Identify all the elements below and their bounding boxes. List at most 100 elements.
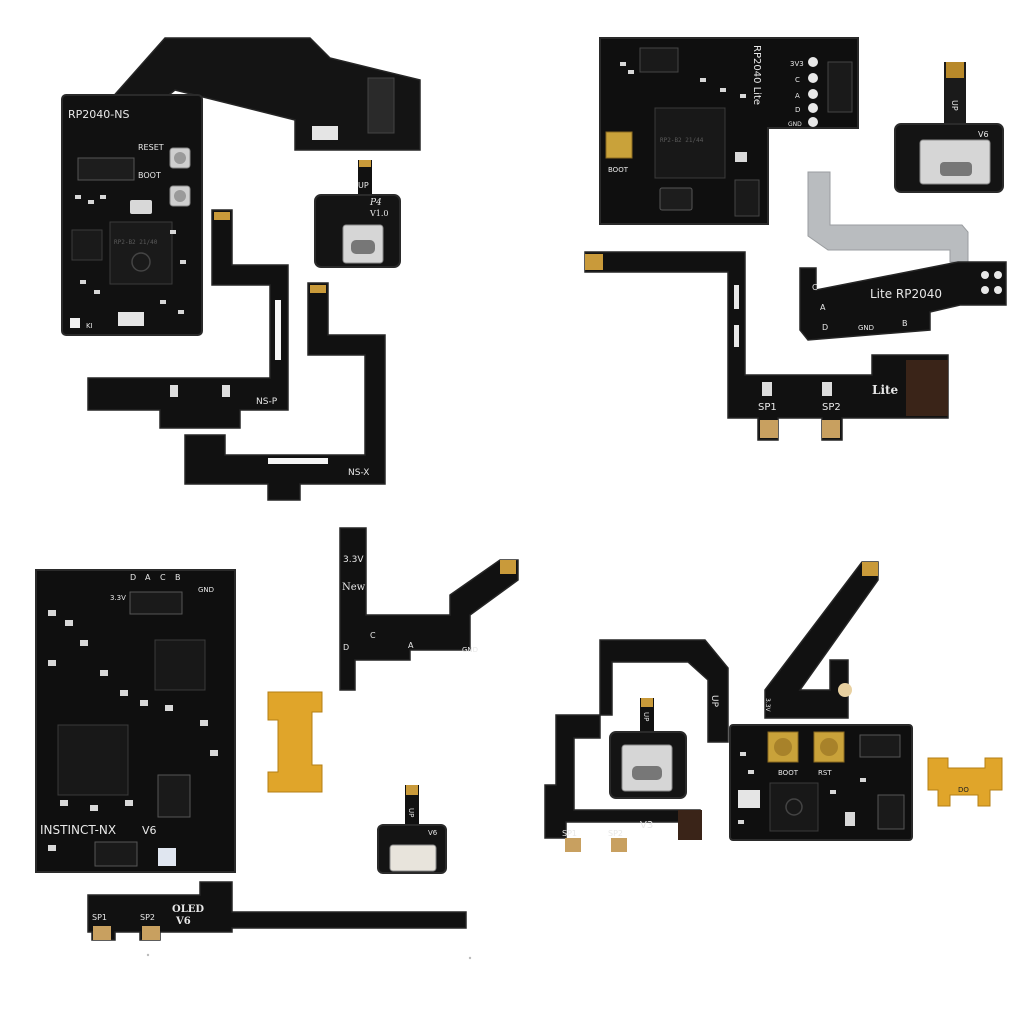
usb-flex-v6-opening — [940, 162, 972, 176]
kit-top-left: RP2040-NS RESET BOOT RP2-B2 21/40 KI UP … — [61, 37, 421, 501]
flash-chip — [71, 229, 103, 261]
ns-x-flex — [184, 282, 386, 501]
br-boot-label: BOOT — [778, 769, 799, 777]
loop-flex-end — [678, 810, 702, 840]
usb-c-port-opening — [351, 240, 375, 254]
new-flex — [339, 527, 519, 691]
usb-v6-bl-port — [389, 844, 437, 872]
reset-button-cap — [174, 152, 186, 164]
instinct-pin-b: B — [175, 573, 181, 582]
pin-label-3v3: 3V3 — [790, 60, 804, 68]
loop-sp1-label: SP1 — [562, 829, 577, 838]
lite-flex-slot-1 — [734, 285, 739, 309]
lite-sp1-label: SP1 — [758, 402, 777, 413]
instinct-pin-d: D — [130, 573, 136, 582]
usb-v6-bl-tail — [405, 785, 419, 830]
lite-flex-slot-2 — [734, 325, 739, 347]
new-flex-contacts — [500, 560, 516, 574]
br-rst-button-cap — [820, 738, 838, 756]
instinct-nx-label: INSTINCT-NX — [40, 823, 116, 837]
usb-br-contacts — [641, 698, 653, 707]
amber-do-flex — [927, 757, 1003, 807]
corner-label: KI — [86, 322, 93, 330]
lite-chip — [654, 107, 726, 179]
oled-sp2-pad — [142, 926, 160, 940]
instinct-gnd: GND — [198, 586, 214, 594]
lite-components — [620, 47, 760, 217]
board-connector-top — [77, 157, 135, 181]
usb-br-tail — [640, 698, 654, 736]
loop-sp2-label: SP2 — [608, 829, 623, 838]
loop-flex-version: V3 — [640, 820, 653, 831]
oled-version: V6 — [175, 916, 191, 927]
lite-crystal — [659, 187, 693, 211]
pad-label-gnd: GND — [858, 324, 874, 332]
usb-flex-v6-up: UP — [950, 100, 959, 111]
usb-flex-v6-tail — [944, 62, 966, 132]
ns-p-pad-2 — [222, 385, 230, 397]
new-flex-voltage: 3.3V — [343, 555, 364, 565]
lite-led — [735, 152, 747, 162]
ribbon-connector — [367, 77, 395, 134]
instinct-connector — [129, 591, 183, 615]
pad-label-b: B — [902, 319, 908, 328]
rp2040-lite-label: RP2040 Lite — [751, 45, 762, 105]
usb-brand-label: P4 — [369, 198, 382, 208]
rp2040-chip-text: RP2-B2 21/40 — [114, 239, 158, 246]
instinct-3v3: 3.3V — [110, 594, 126, 602]
pin-label-c: C — [795, 76, 800, 84]
ns-x-contacts — [310, 285, 326, 293]
crystal — [130, 200, 152, 214]
diagonal-flex-contacts — [862, 562, 878, 576]
lite-chip-text: RP2-B2 21/44 — [660, 137, 704, 144]
ns-p-contacts — [214, 212, 230, 220]
lite-rp2040-flex-label: Lite RP2040 — [870, 287, 942, 301]
raspberry-logo — [131, 252, 151, 272]
oled-sp1-label: SP1 — [92, 913, 107, 922]
boot-button-cap — [174, 190, 186, 202]
instinct-usb-connector — [94, 841, 138, 867]
pin-header — [808, 57, 818, 127]
instinct-led — [158, 848, 176, 866]
lite-sp2-pad — [822, 420, 840, 438]
lite-boot-label: BOOT — [608, 166, 629, 174]
usb-v6-bl-contacts — [406, 785, 418, 795]
pin-label-a: A — [795, 92, 800, 100]
diagonal-flex — [764, 561, 879, 719]
new-flex-label: New — [342, 582, 366, 593]
diagonal-flex-3v3: 3.3V — [764, 698, 771, 713]
reset-label: RESET — [138, 143, 164, 152]
loop-flex — [544, 639, 729, 839]
rp2040-ns-board — [61, 94, 203, 336]
dust-specks — [146, 953, 472, 960]
boot-button-gold — [605, 131, 633, 159]
usb-v6-bl-version: V6 — [428, 829, 438, 837]
usb-br-up: UP — [642, 712, 650, 721]
pin-label-gnd: GND — [788, 121, 802, 128]
pad-label-a: A — [820, 303, 826, 312]
instinct-chip-small — [154, 639, 206, 691]
loop-flex-up: UP — [709, 695, 719, 708]
instinct-components — [48, 610, 218, 851]
kit-top-right: RP2040 Lite 3V3 C A D GND RP2-B2 21/44 B… — [584, 37, 1007, 441]
pin-label-d: D — [795, 106, 800, 114]
rp2040-ns-label: RP2040-NS — [68, 108, 129, 121]
ns-x-label: NS-X — [348, 468, 369, 478]
oled-label: OLED — [172, 904, 204, 915]
br-rp2040-chip — [769, 782, 819, 832]
br-connector-left — [738, 790, 760, 808]
oled-sp1-pad — [93, 926, 111, 940]
lite-flex-contacts — [585, 254, 603, 270]
lite-flex-label: Lite — [872, 383, 899, 397]
new-flex-pad-a: A — [408, 641, 414, 650]
ns-p-slot — [275, 300, 281, 360]
instinct-pin-a: A — [145, 573, 151, 582]
new-flex-pad-d: D — [343, 643, 349, 652]
instinct-side-connector — [157, 774, 191, 818]
usb-up-label: UP — [358, 181, 369, 190]
lite-pad-tab-1 — [762, 382, 772, 396]
lite-flex-end — [906, 360, 948, 416]
br-connector-top — [859, 734, 901, 758]
br-components — [738, 752, 866, 826]
